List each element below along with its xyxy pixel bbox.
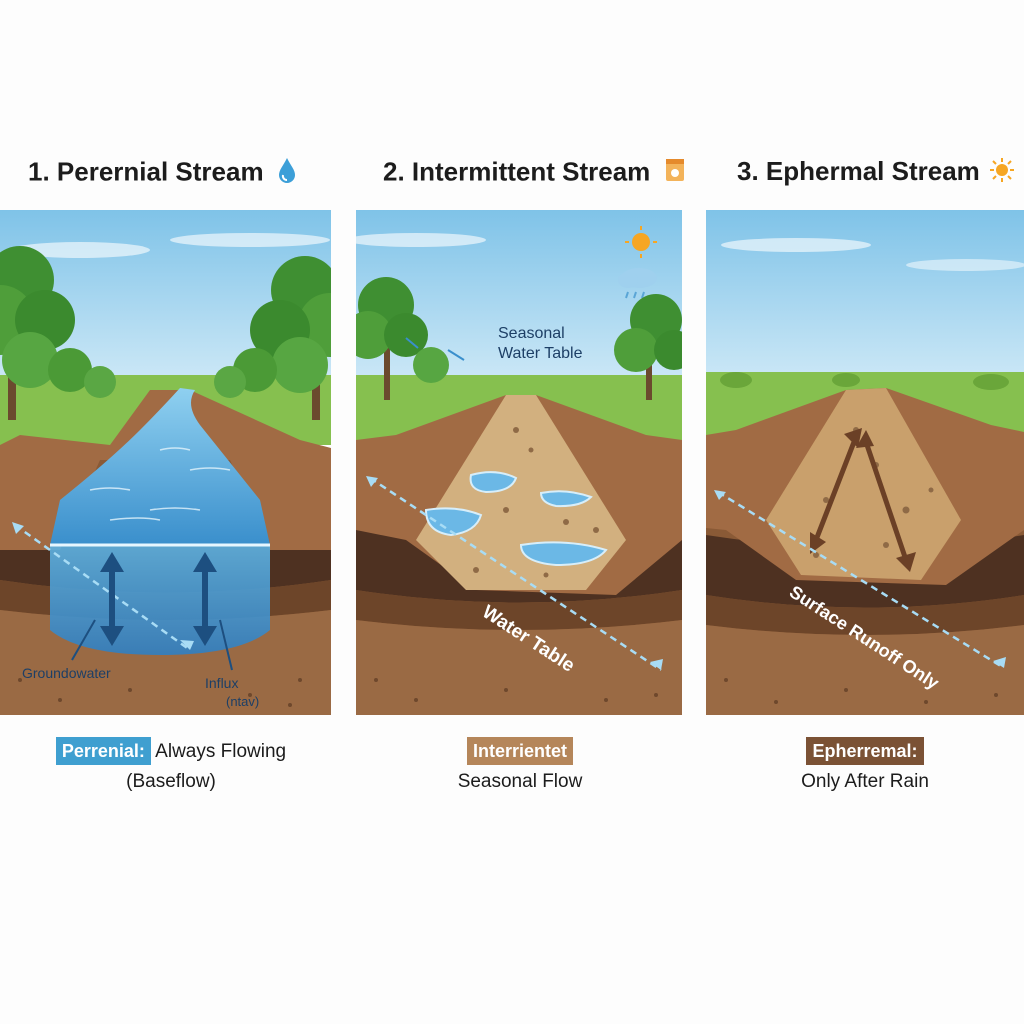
- river-surface: [50, 388, 270, 545]
- perennial-stream-panel: Groundowater Influx (ntav): [0, 210, 331, 715]
- sun-icon: [989, 157, 1015, 190]
- intermittent-caption: Interrientet Seasonal Flow: [400, 737, 640, 797]
- ephemeral-caption-line1: Only After Rain: [801, 771, 929, 792]
- seasonal-label-line2: Water Table: [498, 345, 583, 362]
- tree-group-right: [214, 256, 331, 420]
- channel-banks: [0, 390, 331, 550]
- baseflow-arrows: [100, 552, 217, 646]
- panel-3-title: 3. Ephermal Stream: [737, 156, 1015, 190]
- tree-group-left: [0, 246, 116, 420]
- influx-sub-label: (ntav): [226, 694, 259, 709]
- perennial-caption-line2: (Baseflow): [126, 771, 216, 792]
- ephemeral-stream-panel: Surface Runoff Only: [706, 210, 1024, 715]
- ephemeral-tag: Epherremal:: [806, 737, 924, 765]
- panel-1-title: 1. Perernial Stream: [28, 156, 297, 191]
- groundwater-label: Groundowater: [22, 665, 111, 681]
- water-drop-icon: [277, 156, 297, 191]
- groundwater-body: [50, 545, 270, 655]
- influx-label: Influx: [205, 675, 238, 691]
- perennial-tag: Perrenial:: [55, 737, 151, 765]
- water-table-line: [717, 490, 1005, 670]
- ephemeral-caption: Epherremal: Only After Rain: [745, 737, 985, 797]
- runoff-arrows: [810, 428, 916, 572]
- water-table-line: [369, 476, 662, 672]
- panel-2-title: 2. Intermittent Stream: [383, 156, 686, 191]
- dry-streambed: [416, 395, 626, 590]
- perennial-caption-line1: Always Flowing: [155, 741, 287, 762]
- rain-cloud-icon: [618, 268, 657, 299]
- seasonal-label-line1: Seasonal: [498, 325, 565, 342]
- intermittent-caption-line1: Seasonal Flow: [457, 771, 583, 792]
- perennial-caption: Perrenial: Always Flowing (Baseflow): [36, 737, 306, 797]
- intermittent-tag: Interrientet: [466, 737, 574, 765]
- dry-channel-bed: [766, 388, 961, 580]
- pools: [424, 471, 608, 567]
- intermittent-stream-panel: Seasonal Water Table Water Table: [356, 210, 682, 715]
- calendar-sun-icon: [664, 156, 686, 191]
- tree-group-right: [614, 294, 682, 400]
- sun-icon: [625, 226, 657, 258]
